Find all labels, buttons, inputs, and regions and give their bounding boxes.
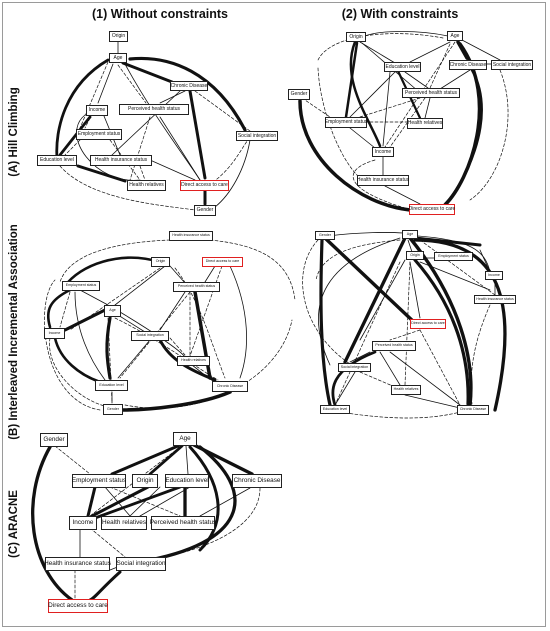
a1-node-employment-status: Employment status bbox=[76, 129, 122, 140]
a2-node-age: Age bbox=[447, 31, 463, 41]
a2-node-income: Income bbox=[372, 147, 394, 157]
a2-node-health-insurance-status: Health insurance status bbox=[357, 175, 409, 186]
a1-node-income: Income bbox=[86, 105, 108, 116]
a1-node-social-integration: Social integration bbox=[236, 131, 278, 141]
b2-node-education-level: Education level bbox=[320, 405, 350, 414]
a2-node-education-level: Education level bbox=[384, 62, 421, 72]
c1-node-health-insurance-status: Health insurance status bbox=[44, 557, 111, 571]
a1-node-gender: Gender bbox=[194, 205, 216, 216]
b2-node-gender: Gender bbox=[315, 231, 335, 240]
a2-node-employment-status: Employment status bbox=[325, 117, 367, 128]
a1-node-health-relatives: Health relatives bbox=[127, 180, 166, 191]
panel-a1-edges bbox=[55, 41, 251, 211]
a2-node-chronic-disease: Chronic Disease bbox=[449, 60, 487, 70]
b1-node-health-relatives: Health relatives bbox=[177, 356, 210, 366]
b1-node-direct-access-to-care: Direct access to care bbox=[202, 257, 243, 267]
c1-node-chronic-disease: Chronic Disease bbox=[232, 474, 282, 488]
b1-node-health-insurance-status: Health insurance status bbox=[169, 231, 213, 241]
panel-b2-edges bbox=[302, 232, 507, 419]
column-title-with-constraints: (2) With constraints bbox=[341, 7, 459, 21]
b1-node-gender: Gender bbox=[103, 404, 123, 415]
b2-node-direct-access-to-care: Direct access to care bbox=[410, 319, 446, 329]
b1-node-age: Age bbox=[104, 305, 121, 317]
b2-node-chronic-disease: Chronic Disease bbox=[457, 405, 489, 415]
b2-node-health-insurance-status: Health insurance status bbox=[474, 295, 516, 304]
b1-node-education-level: Education level bbox=[95, 380, 128, 391]
column-title-without-constraints: (1) Without constraints bbox=[92, 7, 228, 21]
b1-node-origin: Origin bbox=[151, 257, 170, 267]
c1-node-direct-access-to-care: Direct access to care bbox=[48, 599, 108, 613]
b2-node-social-integration: Social integration bbox=[338, 363, 371, 372]
panel-a2-edges bbox=[298, 31, 509, 212]
a2-node-health-relatives: Health relatives bbox=[407, 118, 443, 129]
a1-node-age: Age bbox=[109, 53, 127, 63]
a2-node-direct-access-to-care: Direct access to care bbox=[409, 204, 455, 215]
b2-node-perceived-health-status: Perceived health status bbox=[372, 341, 416, 351]
c1-node-health-relatives: Health relatives bbox=[101, 516, 147, 530]
b1-node-perceived-health-status: Perceived health status bbox=[173, 282, 220, 292]
a2-node-perceived-health-status: Perceived health status bbox=[402, 88, 460, 98]
a1-node-chronic-disease: Chronic Disease bbox=[170, 81, 208, 91]
c1-node-employment-status: Employment status bbox=[72, 474, 126, 488]
a1-node-origin: Origin bbox=[109, 31, 128, 42]
a2-node-origin: Origin bbox=[346, 32, 366, 42]
c1-node-age: Age bbox=[173, 432, 197, 446]
c1-node-gender: Gender bbox=[40, 433, 68, 447]
c1-node-education-level: Education level bbox=[165, 474, 209, 488]
figure-frame bbox=[2, 2, 546, 627]
b1-node-social-integration: Social integration bbox=[131, 331, 169, 341]
b2-node-income: Income bbox=[485, 271, 503, 280]
panel-c1-edges bbox=[31, 442, 261, 602]
b2-node-origin: Origin bbox=[406, 251, 424, 260]
b2-node-age: Age bbox=[402, 230, 418, 239]
a1-node-education-level: Education level bbox=[37, 155, 77, 166]
a1-node-health-insurance-status: Health insurance status bbox=[90, 155, 152, 166]
c1-node-origin: Origin bbox=[132, 474, 158, 488]
a1-node-direct-access-to-care: Direct access to care bbox=[180, 180, 229, 191]
a1-node-perceived-health-status: Perceived health status bbox=[119, 104, 189, 115]
c1-node-social-integration: Social integration bbox=[116, 557, 166, 571]
a2-node-gender: Gender bbox=[288, 89, 310, 100]
c1-node-income: Income bbox=[69, 516, 97, 530]
b2-node-health-relatives: Health relatives bbox=[391, 385, 421, 395]
c1-node-perceived-health-status: Perceived health status bbox=[150, 516, 216, 530]
b1-node-chronic-disease: Chronic Disease bbox=[212, 381, 248, 392]
a2-node-social-integration: Social integration bbox=[491, 60, 533, 70]
b1-node-employment-status: Employment status bbox=[62, 281, 100, 291]
b2-node-employment-status: Employment status bbox=[434, 252, 473, 261]
panel-b1-edges bbox=[44, 239, 296, 412]
b1-node-income: Income bbox=[44, 328, 65, 339]
